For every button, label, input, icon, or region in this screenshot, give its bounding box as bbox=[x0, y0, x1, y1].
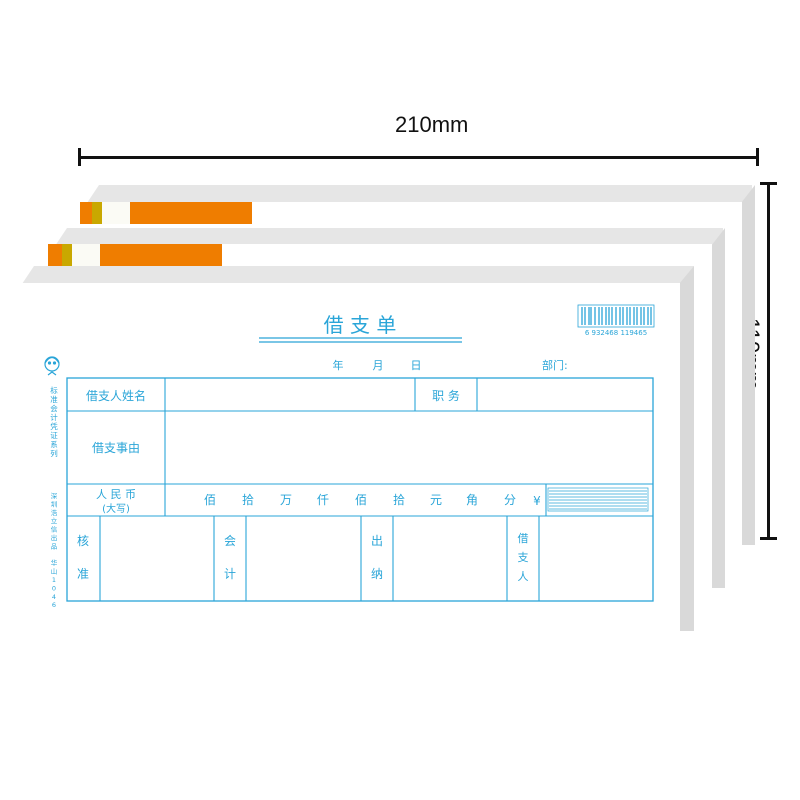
brand-logo-icon bbox=[44, 356, 60, 376]
side-text-char: 证 bbox=[50, 431, 58, 440]
accounting-label-2: 计 bbox=[224, 567, 236, 581]
borrower-sign-label-1: 借 bbox=[518, 532, 529, 545]
side-text-char: 浩 bbox=[51, 508, 58, 517]
borrower-sign-label-2: 支 bbox=[518, 551, 529, 564]
side-text-char: 出 bbox=[51, 533, 58, 542]
date-month-label: 月 bbox=[373, 359, 384, 372]
amount-units: 佰拾万仟佰拾元角分 bbox=[204, 492, 516, 507]
side-text-char: 凭 bbox=[50, 421, 58, 431]
side-text-char: 山 bbox=[51, 567, 58, 576]
accounting-label-1: 会 bbox=[224, 534, 236, 548]
side-text-char: 列 bbox=[50, 448, 58, 458]
side-text-char: 华 bbox=[51, 558, 58, 567]
borrower-name-label: 借支人姓名 bbox=[86, 388, 146, 403]
approve-label-1: 核 bbox=[77, 534, 89, 548]
side-text-char: 系 bbox=[50, 439, 58, 449]
amount-unit-label: 分 bbox=[504, 493, 516, 507]
form-title: 借 支 单 bbox=[324, 313, 397, 337]
side-text-char: 会 bbox=[50, 403, 58, 413]
side-text-char: 深 bbox=[51, 491, 58, 500]
width-dimension-line bbox=[79, 156, 758, 159]
side-text-char: 1 bbox=[52, 576, 56, 584]
amount-unit-label: 万 bbox=[280, 493, 292, 507]
height-dimension-line bbox=[767, 183, 770, 538]
borrow-reason-label: 借支事由 bbox=[92, 441, 140, 455]
yen-sign: ¥ bbox=[533, 494, 541, 508]
amount-unit-label: 佰 bbox=[204, 493, 216, 507]
date-year-label: 年 bbox=[333, 358, 344, 372]
amount-unit-label: 佰 bbox=[355, 493, 367, 507]
width-dimension-label: 210mm bbox=[395, 112, 469, 137]
amount-unit-label: 元 bbox=[430, 493, 442, 507]
amount-hatch-box bbox=[547, 487, 649, 512]
side-text-char: 圳 bbox=[51, 499, 58, 508]
width-dimension-tick-right bbox=[756, 148, 759, 166]
side-text-char: 品 bbox=[51, 542, 58, 550]
side-text-char: 标 bbox=[50, 385, 58, 395]
amount-unit-label: 仟 bbox=[317, 493, 329, 507]
width-dimension-tick-left bbox=[78, 148, 81, 166]
height-dimension-tick-top bbox=[760, 182, 777, 185]
cashier-label-2: 纳 bbox=[371, 567, 383, 581]
date-day-label: 日 bbox=[411, 359, 422, 372]
side-text-char: 信 bbox=[51, 525, 58, 534]
borrower-sign-label-3: 人 bbox=[518, 570, 529, 583]
side-text-char: 6 bbox=[52, 601, 56, 609]
amount-unit-label: 拾 bbox=[242, 492, 254, 507]
side-text-char: 准 bbox=[50, 394, 58, 404]
side-text-char: 立 bbox=[51, 516, 58, 525]
department-label: 部门: bbox=[542, 358, 568, 372]
barcode-digits: 6 932468 119465 bbox=[585, 329, 647, 337]
amount-unit-label: 拾 bbox=[393, 492, 405, 507]
approve-label-2: 准 bbox=[77, 567, 89, 581]
side-text-char: 4 bbox=[52, 593, 56, 601]
cashier-label-1: 出 bbox=[371, 534, 383, 548]
rmb-uppercase-label: (大写) bbox=[102, 502, 130, 515]
rmb-label: 人 民 币 bbox=[96, 488, 136, 501]
amount-unit-label: 角 bbox=[466, 493, 478, 507]
position-label: 职 务 bbox=[432, 388, 460, 403]
side-text-char: 0 bbox=[52, 584, 56, 592]
form-table bbox=[66, 377, 654, 602]
height-dimension-tick-bottom bbox=[760, 537, 777, 540]
side-text-char: 计 bbox=[50, 412, 58, 422]
barcode bbox=[577, 304, 655, 328]
